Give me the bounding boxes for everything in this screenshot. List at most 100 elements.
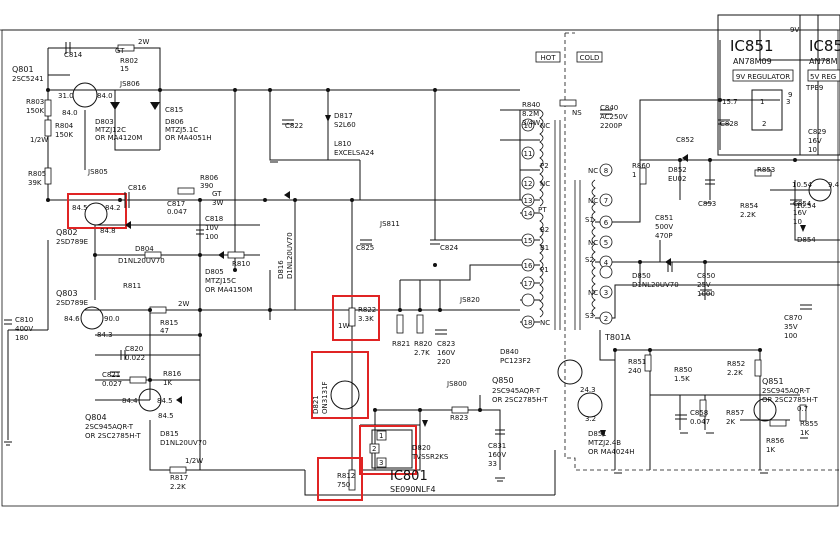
r804-w: 1/2W [30,136,48,144]
r857-ref: R857 [726,409,744,417]
t801-pin-3: 3 [604,289,608,297]
t801-s1: S1 [585,216,594,224]
ic801-ref: IC801 [390,469,428,484]
t801-pin-10: 10 [524,122,533,130]
c870-ref: C870 [784,314,802,322]
d806-alt: OR MA4051H [165,134,212,142]
c854-v2: 10 [793,218,802,226]
d805-alt: OR MA4150M [205,286,252,294]
c821-ref: C821 [102,371,120,379]
q851-v: 0.7 [797,405,808,413]
t801-pin-18: 18 [524,319,533,327]
r820-val: 2.7K [414,349,430,357]
d840-ref: D840 [500,348,519,356]
r840-w: 3/4W [522,119,540,127]
l810-part: EXCELSA24 [334,149,375,157]
js811-label: JS811 [379,220,400,228]
d817-ref: D817 [334,112,353,120]
q804-v-b: 84.4 [122,397,138,405]
r822-w: 1W [338,322,349,330]
q802-symbol [84,202,108,226]
r856-val: 1K [766,446,775,454]
r812-ref: R812 [337,472,355,480]
q804-symbol [138,388,162,412]
r823-ref: R823 [450,414,468,422]
highlight-r812 [317,457,363,501]
ic801-part: SE090NLF4 [390,485,436,494]
r815-ref: R815 [160,319,178,327]
ic801-pin3: 3 [379,459,383,467]
r815-val: 47 [160,327,169,335]
t801-pin-14: 14 [524,210,533,218]
c823-v1: 160V [437,349,455,357]
ic85x-part: AN78M [809,57,838,66]
d840-part: PC123F2 [500,357,531,365]
js806-label: JS806 [119,80,140,88]
r855-val: 1K [800,429,809,437]
r857-val: 2K [726,418,735,426]
tpe9-label: TPE9 [805,84,823,92]
t801-s3: S3 [585,312,594,320]
r820-ref: R820 [414,340,432,348]
c820-val: 0.022 [125,354,145,362]
c810-v2: 180 [15,334,28,342]
c851-v1: 500V [655,223,673,231]
cold-zone-tag [576,51,603,63]
c818-ref: C818 [205,215,223,223]
c828-ref: C828 [720,120,738,128]
t801-pin-7: 7 [604,197,608,205]
q802-v-e: 84.8 [100,227,116,235]
v-84-3: 84.3 [97,331,113,339]
t801-nc-3: NC [588,289,598,297]
t801-b1: B1 [540,244,549,252]
r852-val: 2.2K [727,369,743,377]
ic851-pin3: 3 [786,98,790,106]
c853-ref: C853 [698,200,716,208]
c854-v1: 16V [793,209,807,217]
c854-ref: C854 [793,200,812,208]
r806-w: 3W [212,199,223,207]
q851-ref: Q851 [762,377,784,386]
d803-part: MTZJ12C [95,126,126,134]
q850-v-e: 3.2 [585,415,596,423]
js820-label: JS820 [459,296,480,304]
r817-val: 2.2K [170,483,186,491]
d820-part: TVSSR2KS [411,453,449,461]
r802-ref: R802 [120,57,138,65]
hot-cold-boundary [564,33,840,471]
c829-v2: 10 [808,146,817,154]
ic801-pin1: 1 [379,432,383,440]
c817-ref: C817 [167,200,185,208]
ic851-pin1: 1 [760,98,764,106]
c817-val: 0.047 [167,208,187,216]
t801-pin-6: 6 [604,219,609,227]
t801-pin-5: 5 [604,239,608,247]
t801-pin-4: 4 [604,259,609,267]
r821-ref: R821 [392,340,410,348]
r854-val: 2.2K [740,211,756,219]
c850-v2: 1000 [697,290,715,298]
r855-ref: R855 [800,420,818,428]
ic801-pin2: 2 [372,445,376,453]
q801-v-emit: 84.0 [62,109,78,117]
c815-ref: C815 [165,106,183,114]
d805-part: MTZJ15C [205,277,236,285]
q850-part1: 2SC945AQR-T [492,387,541,395]
r806-gt: GT [212,190,222,198]
q803-ref: Q803 [56,289,78,298]
q802-v-c: 84.2 [105,204,121,212]
c831-ref: C831 [488,442,506,450]
c850-ref: C850 [697,272,715,280]
d850-part: D1NL20UV70 [632,281,679,289]
d803-ref: D803 [95,118,114,126]
q850-symbol [577,392,603,418]
q803-v-e: 90.0 [104,315,120,323]
c814-ref: C814 [64,51,83,59]
t801-pin-16: 16 [524,262,533,270]
c822-ref: C822 [285,122,303,130]
highlight-q802 [67,193,127,229]
d817-part: S2L60 [334,121,356,129]
t801-nc-10: NC [540,122,550,130]
d854-ref: D854 [797,236,816,244]
t801-p2: P2 [540,162,549,170]
